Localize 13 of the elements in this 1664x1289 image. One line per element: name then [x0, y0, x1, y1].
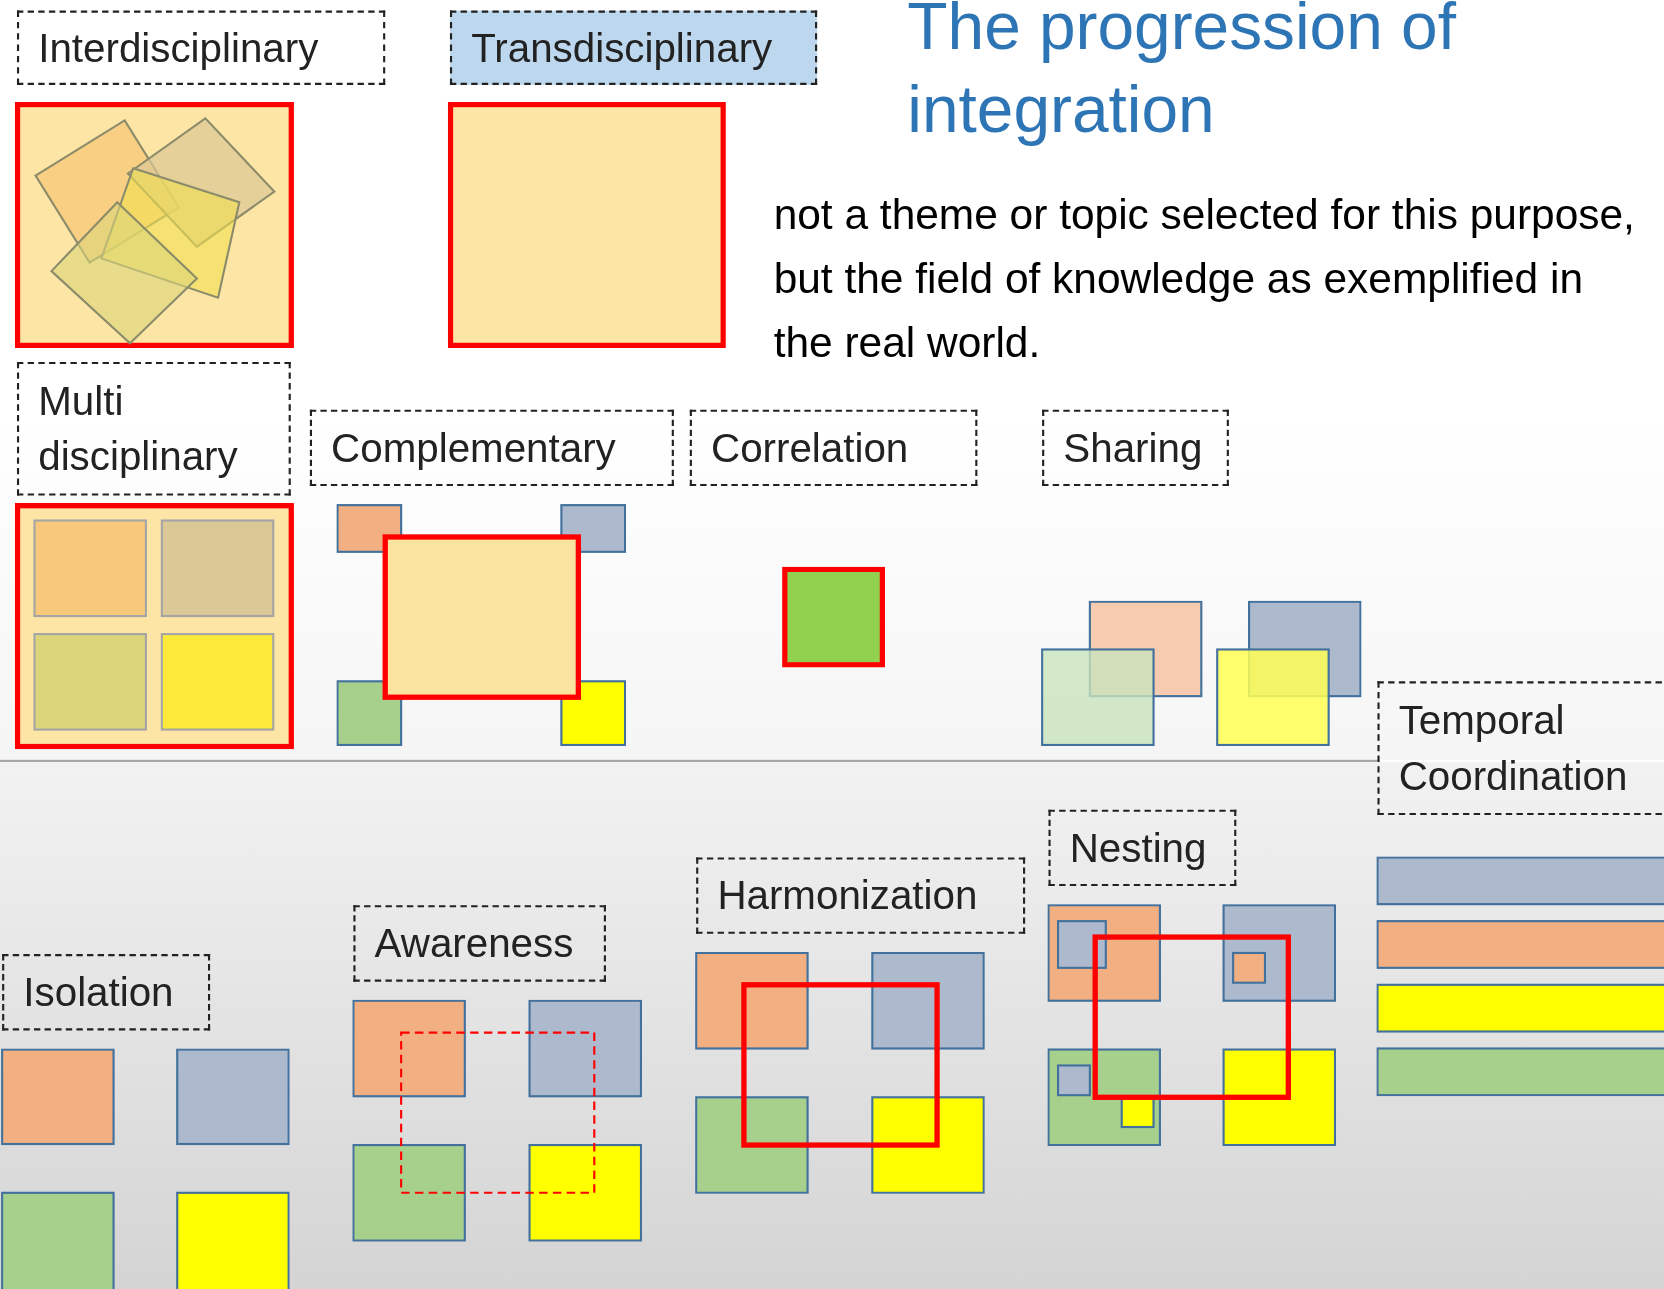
label-box: Temporal Coordination [1377, 681, 1662, 815]
label-box: Isolation [2, 954, 211, 1031]
label-box: Sharing [1042, 409, 1229, 487]
label-box: Nesting [1048, 809, 1237, 887]
label-box: Correlation [689, 409, 978, 487]
label-box: Awareness [353, 905, 606, 982]
label-box: Interdisciplinary [17, 10, 386, 85]
label-box: Transdisciplinary [449, 10, 818, 85]
label-box: Multi disciplinary [17, 361, 291, 496]
description-text: not a theme or topic selected for this purpose, but the field of knowledge as exemplified in the real world. [773, 190, 1636, 368]
title: The progression of integration [907, 0, 1457, 148]
label-box: Harmonization [696, 857, 1026, 934]
label-box: Complementary [309, 409, 674, 487]
